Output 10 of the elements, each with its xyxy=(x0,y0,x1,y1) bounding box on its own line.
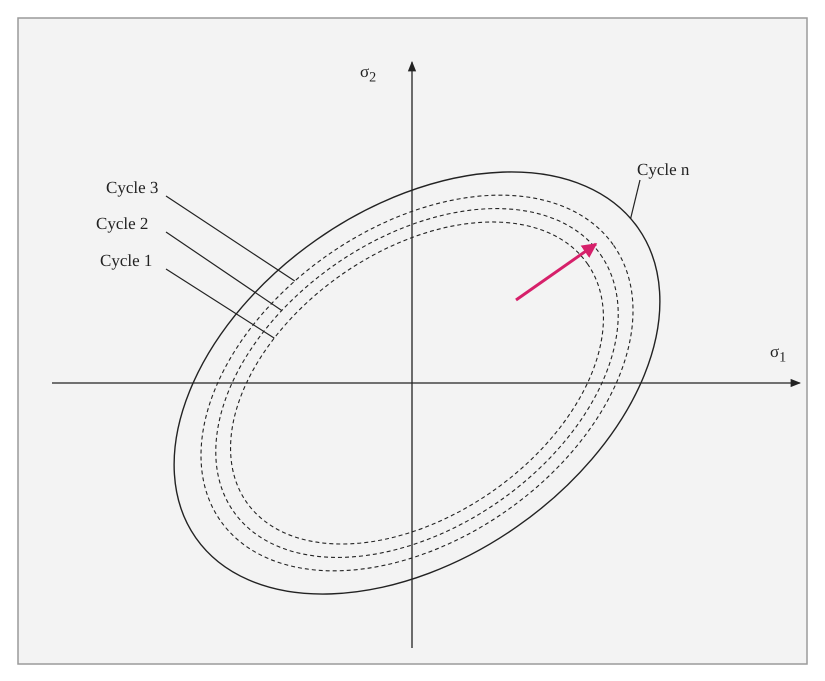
leader-line xyxy=(166,196,296,282)
cycle-label: Cycle 3 xyxy=(106,178,158,198)
cycle-label: Cycle n xyxy=(637,160,690,180)
leader-line xyxy=(166,232,282,312)
leader-line xyxy=(630,180,641,219)
leader-line xyxy=(166,268,275,339)
axis-label: σ$_{1}$ xyxy=(770,342,786,368)
cycle-label: Cycle 1 xyxy=(100,251,152,271)
axis-label: σ$_{2}$ xyxy=(360,62,376,88)
cycle-label: Cycle 2 xyxy=(96,214,148,234)
